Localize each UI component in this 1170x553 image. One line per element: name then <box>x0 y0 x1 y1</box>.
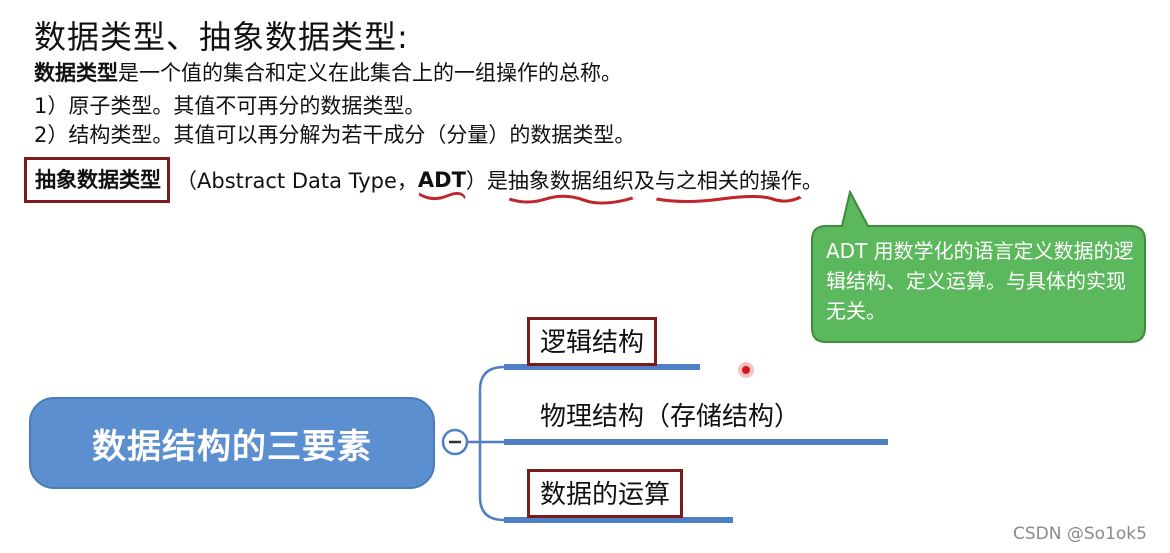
callout-text: ADT 用数学化的语言定义数据的逻辑结构、定义运算。与具体的实现无关。 <box>826 239 1134 323</box>
adt-paren-open: （Abstract Data Type， <box>176 169 418 193</box>
adt-part1: 抽象数据组织 <box>508 165 634 205</box>
branch-logical-structure: 逻辑结构 <box>527 317 658 366</box>
adt-part2-underline <box>655 195 802 203</box>
adt-part2: 与之相关的操作 <box>655 165 802 203</box>
adt-underline <box>418 191 466 201</box>
branch-data-operations: 数据的运算 <box>527 469 684 518</box>
mindmap-connector <box>478 365 505 522</box>
adt-end: 。 <box>801 169 823 193</box>
mindmap-center-label: 数据结构的三要素 <box>92 426 372 467</box>
page-title: 数据类型、抽象数据类型: <box>34 18 409 56</box>
mindmap-center-node <box>29 397 435 489</box>
data-type-definition: 数据类型是一个值的集合和定义在此集合上的一组操作的总称。 <box>34 57 622 87</box>
data-type-term: 数据类型 <box>34 61 118 85</box>
adt-abbr: ADT <box>418 168 466 201</box>
adt-connector: 及 <box>633 169 655 193</box>
data-type-definition-text: 是一个值的集合和定义在此集合上的一组操作的总称。 <box>118 61 622 85</box>
branch-physical-structure: 物理结构（存储结构） <box>540 402 801 432</box>
adt-term-box: 抽象数据类型 <box>24 157 170 203</box>
structured-type-item: 2）结构类型。其值可以再分解为若干成分（分量）的数据类型。 <box>34 123 636 147</box>
adt-definition: 抽象数据类型 （Abstract Data Type， ADT ）是 抽象数据组… <box>24 157 823 205</box>
callout-bubble <box>811 190 1146 343</box>
adt-paren-close: ）是 <box>465 169 508 193</box>
atomic-type-item: 1）原子类型。其值不可再分的数据类型。 <box>34 94 426 118</box>
watermark: CSDN @So1ok5 <box>1013 524 1147 544</box>
adt-part1-underline <box>508 194 634 205</box>
